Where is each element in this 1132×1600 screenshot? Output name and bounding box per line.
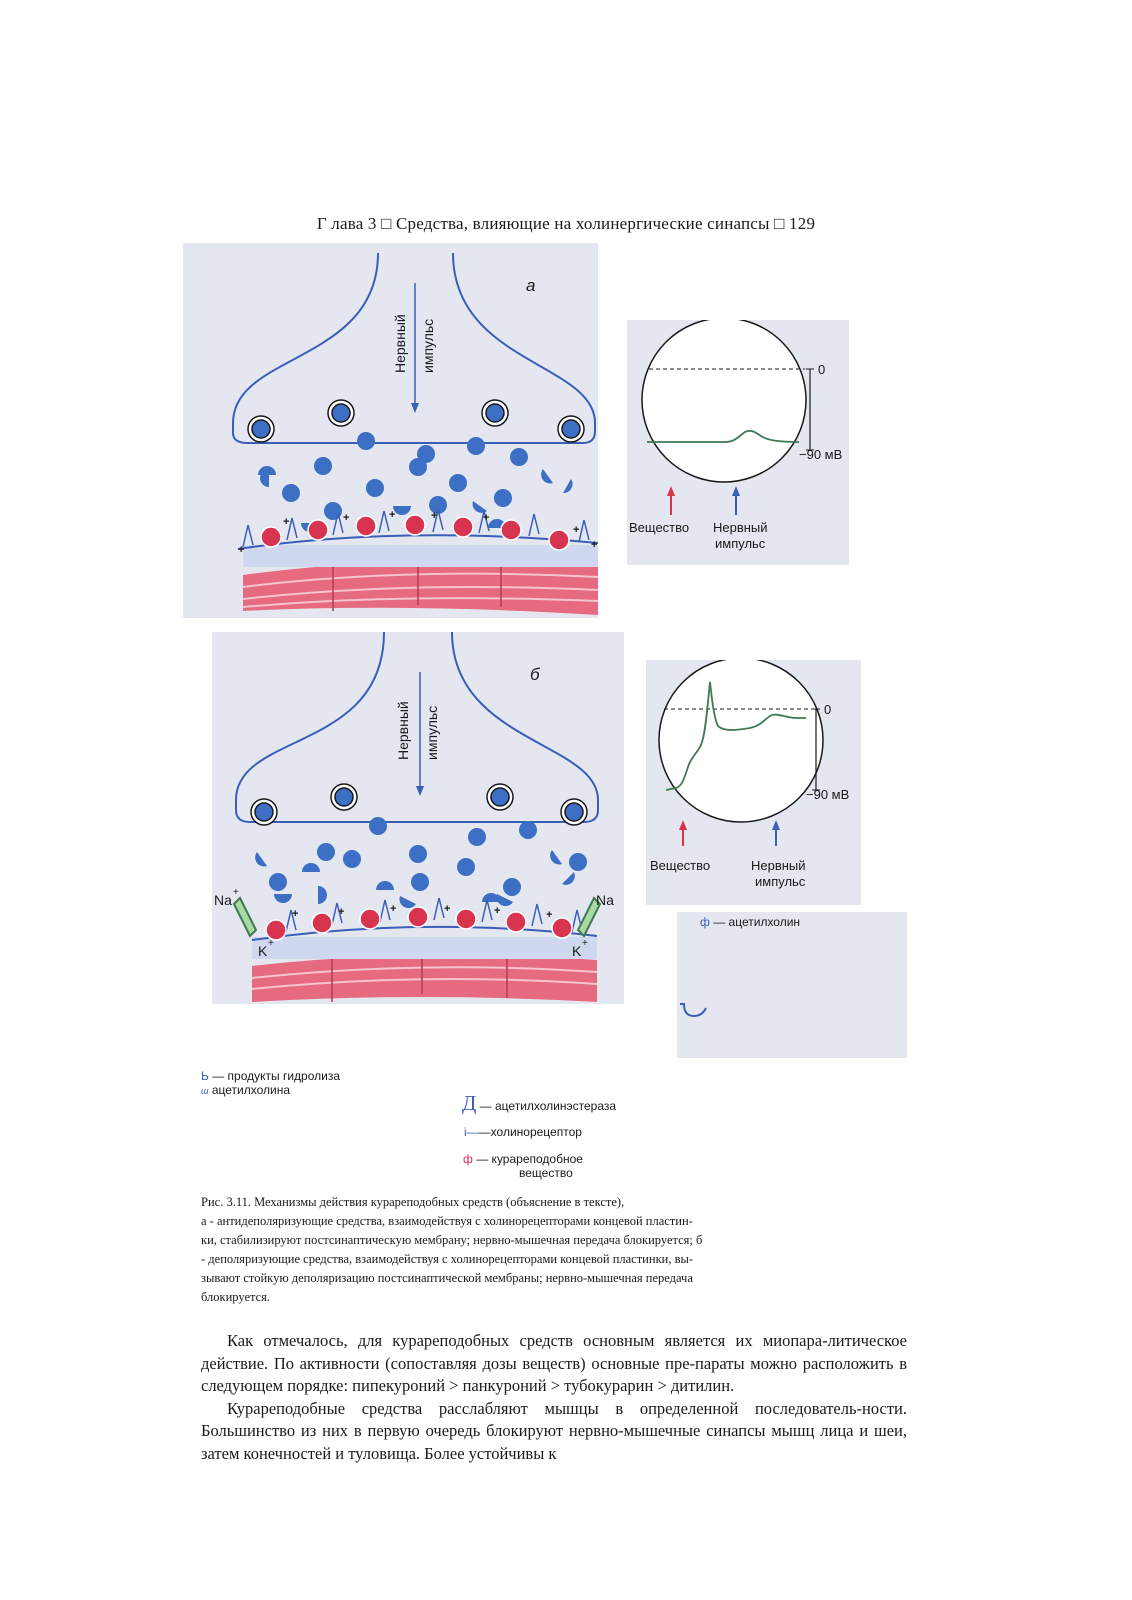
svg-text:+: +	[233, 887, 239, 898]
legend-hydrolysis: Ь — продукты гидролиза ш ацетилхолина	[201, 1069, 340, 1098]
impulse-arrow-graph	[732, 486, 740, 515]
synaptic-cleft	[252, 937, 597, 959]
figure-caption: Рис. 3.11. Механизмы действия курареподо…	[201, 1193, 907, 1307]
svg-text:+: +	[483, 512, 489, 524]
na-label-left: Na	[214, 892, 232, 908]
receptor-symbol: i—	[464, 1125, 479, 1139]
curare-molecules	[261, 515, 569, 550]
legend-hook-symbol	[678, 1000, 712, 1022]
receptor-text: —холинорецептор	[479, 1125, 582, 1139]
legend-curare: ф — курареподобное вещество	[463, 1152, 583, 1180]
hydrolysis-symbol: Ь	[201, 1069, 209, 1083]
legend-cholinesterase: Д — ацетилхолинэстераза	[462, 1096, 616, 1113]
hydrolysis-symbol-2: ш	[201, 1086, 208, 1096]
graph-impulse-label-2: импульс	[715, 536, 766, 551]
caption-line: Рис. 3.11. Механизмы действия курареподо…	[201, 1193, 907, 1212]
potential-graph-a: 0 −90 мВ Вещество Нервный импульс	[627, 320, 849, 565]
svg-text:+: +	[389, 509, 395, 521]
caption-line: - деполяризующие средства, взаимодейству…	[201, 1250, 907, 1269]
curare-text: — курареподобное	[476, 1152, 583, 1166]
graph-impulse-label-1: Нервный	[751, 858, 806, 873]
substance-label: Вещество	[629, 520, 689, 535]
svg-text:+: +	[343, 512, 349, 524]
nerve-terminal	[233, 253, 595, 443]
impulse-label-line1: Нервный	[392, 314, 408, 373]
depolarizing-agent-molecules	[266, 907, 572, 940]
svg-text:+: +	[444, 903, 450, 915]
svg-text:+: +	[390, 903, 396, 915]
hydrolysis-text: — продукты гидролиза	[212, 1069, 340, 1083]
substance-label: Вещество	[650, 858, 710, 873]
nerve-terminal	[236, 632, 598, 822]
graph-impulse-label-2: импульс	[755, 874, 806, 889]
acetylcholine-molecules	[269, 817, 587, 896]
body-paragraph: Курареподобные средства расслабляют мышц…	[201, 1398, 907, 1466]
svg-text:+: +	[494, 905, 500, 917]
hydrolysis-text-2: ацетилхолина	[212, 1083, 290, 1097]
panel-letter-a: а	[526, 276, 535, 295]
zero-label: 0	[824, 702, 831, 717]
legend-receptor: i——холинорецептор	[464, 1125, 582, 1139]
na-label-right: Na	[596, 892, 614, 908]
acetylcholine-text: — ацетилхолин	[713, 915, 800, 929]
synaptic-cleft	[243, 545, 598, 567]
svg-text:+: +	[292, 908, 298, 920]
svg-text:+: +	[582, 938, 588, 949]
substance-arrow	[679, 820, 687, 846]
synapse-diagram-b: Нервный импульс б + + + + + + Na + Na K	[212, 632, 624, 1004]
impulse-label-line2: импульс	[420, 319, 436, 373]
graph-impulse-label-1: Нервный	[713, 520, 768, 535]
caption-line: ки, стабилизируют постсинаптическую мемб…	[201, 1231, 907, 1250]
svg-text:+: +	[591, 539, 597, 551]
substance-arrow	[667, 486, 675, 515]
rest-potential-label: −90 мВ	[799, 447, 842, 462]
legend-acetylcholine: ф — ацетилхолин	[700, 915, 800, 929]
curare-text-2: вещество	[463, 1166, 583, 1180]
rest-potential-label: −90 мВ	[806, 787, 849, 802]
svg-text:+: +	[546, 909, 552, 921]
caption-line: зывают стойкую деполяризацию постсинапти…	[201, 1269, 907, 1288]
svg-text:+: +	[283, 516, 289, 528]
svg-text:+: +	[268, 938, 274, 949]
muscle-fiber	[252, 952, 597, 1002]
acetylcholine-symbol: ф	[700, 915, 710, 929]
cholinesterase-symbol: Д	[462, 1091, 476, 1115]
oscilloscope-screen	[642, 320, 806, 482]
body-text: Как отмечалось, для курареподобных средс…	[201, 1330, 907, 1465]
panel-letter-b: б	[530, 665, 541, 684]
cholinesterase-text: — ацетилхолинэстераза	[480, 1099, 616, 1113]
caption-line: а - антидеполяризующие средства, взаимод…	[201, 1212, 907, 1231]
zero-label: 0	[818, 362, 825, 377]
potential-graph-b: 0 −90 мВ Вещество Нервный импульс	[646, 660, 861, 905]
svg-text:+: +	[238, 544, 244, 556]
k-label-left: K	[258, 943, 268, 959]
curare-symbol: ф	[463, 1152, 473, 1166]
impulse-arrow-graph	[772, 820, 780, 846]
legend-background	[677, 912, 907, 1058]
svg-text:+: +	[338, 906, 344, 918]
k-label-right: K	[572, 943, 582, 959]
impulse-label-line2: импульс	[424, 706, 440, 760]
synapse-diagram-a: Нервный импульс а + + + + + + + +	[183, 243, 598, 618]
caption-line: блокируется.	[201, 1288, 907, 1307]
running-header: Г лава 3 □ Средства, влияющие на холинер…	[0, 214, 1132, 234]
svg-text:+: +	[431, 510, 437, 522]
body-paragraph: Как отмечалось, для курареподобных средс…	[201, 1330, 907, 1398]
impulse-label-line1: Нервный	[395, 701, 411, 760]
svg-text:+: +	[573, 524, 579, 536]
oscilloscope-screen	[659, 660, 823, 822]
